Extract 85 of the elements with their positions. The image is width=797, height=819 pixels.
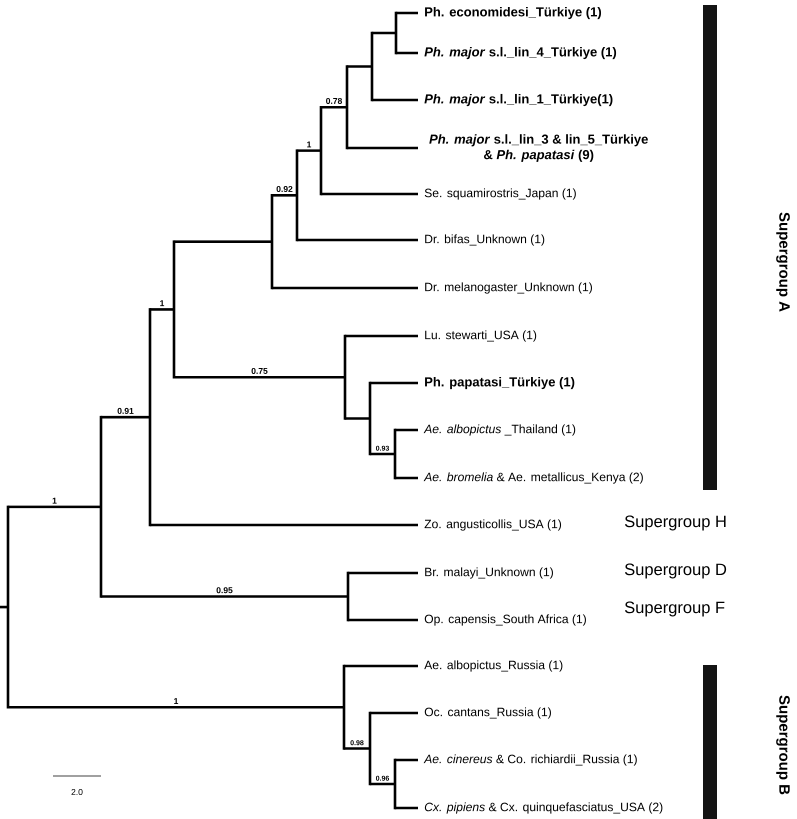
tree-branch bbox=[347, 65, 372, 68]
taxon-label: Op. capensis_South Africa (1) bbox=[424, 614, 586, 626]
tree-branch bbox=[0, 606, 8, 608]
taxon-label: Dr. melanogaster_Unknown (1) bbox=[425, 282, 592, 294]
taxon-label: Cx. pipiens & Cx. quinquefasciatus_USA (2) bbox=[424, 802, 662, 814]
taxon-label: Ph. economidesi_Türkiye (1) bbox=[425, 6, 602, 20]
branch-junction bbox=[320, 106, 322, 196]
tree-branch bbox=[396, 52, 418, 54]
taxon-label: Ae. albopictus_Russia (1) bbox=[424, 660, 562, 672]
support-value: 1 bbox=[306, 140, 312, 148]
tree-branch bbox=[370, 452, 395, 456]
taxon-label: Ph. papatasi_Türkiye (1) bbox=[425, 376, 574, 390]
tree-branch bbox=[396, 12, 418, 14]
tree-branch bbox=[321, 106, 347, 109]
tree-branch bbox=[101, 595, 348, 598]
branch-junction bbox=[100, 416, 102, 598]
tree-branch bbox=[395, 758, 418, 762]
taxon-label: Se. squamirostris_Japan (1) bbox=[424, 188, 576, 200]
support-value: 1 bbox=[172, 697, 180, 705]
tree-branch bbox=[150, 308, 174, 311]
tree-branch bbox=[8, 706, 344, 709]
branch-junction bbox=[172, 240, 176, 379]
tree-branch bbox=[370, 712, 418, 714]
taxon-label: Dr. bifas_Unknown (1) bbox=[425, 234, 544, 246]
supergroup-label: Supergroup B bbox=[776, 695, 790, 794]
tree-branch bbox=[174, 376, 345, 379]
supergroup-label: Supergroup F bbox=[624, 602, 724, 616]
branch-junction bbox=[370, 32, 374, 102]
branch-junction bbox=[270, 194, 274, 290]
taxon-label: Ph. major s.l._lin_1_Türkiye(1) bbox=[424, 94, 612, 106]
taxon-label: Oc. cantans_Russia (1) bbox=[424, 707, 551, 719]
tree-branch bbox=[344, 664, 418, 668]
tree-branch bbox=[297, 238, 418, 242]
support-value: 0.75 bbox=[250, 366, 269, 375]
supergroup-label: Supergroup D bbox=[624, 564, 726, 578]
tree-branch bbox=[321, 192, 418, 196]
support-value: 0.78 bbox=[324, 96, 344, 105]
tree-branch bbox=[101, 416, 150, 419]
tree-branch bbox=[344, 747, 370, 750]
branch-junction bbox=[296, 149, 298, 242]
tree-branch bbox=[297, 149, 321, 152]
branch-junction bbox=[368, 712, 372, 786]
branch-junction bbox=[344, 334, 346, 420]
tree-branch bbox=[395, 806, 418, 810]
taxon-label: Ph. major s.l._lin_4_Türkiye (1) bbox=[424, 46, 616, 60]
tree-branch bbox=[150, 524, 418, 526]
tree-branch bbox=[395, 476, 418, 480]
taxon-label: Zo. angusticollis_USA (1) bbox=[424, 519, 562, 531]
support-value: 0.91 bbox=[116, 406, 135, 415]
tree-branch bbox=[370, 782, 395, 786]
support-value: 0.95 bbox=[215, 586, 234, 594]
taxon-label: Ph. major s.l._lin_3 & lin_5_Türkiye & Ph. papatasi (9) bbox=[429, 134, 648, 162]
branch-junction bbox=[394, 758, 396, 810]
branch-junction bbox=[6, 506, 10, 709]
supergroup-label: Supergroup H bbox=[624, 516, 726, 530]
tree-branch bbox=[272, 286, 418, 290]
tree-branch bbox=[345, 417, 370, 420]
tree-branch bbox=[370, 382, 418, 384]
branch-junction bbox=[346, 572, 350, 622]
support-value: 1 bbox=[51, 496, 58, 505]
branch-junction bbox=[368, 382, 372, 456]
branch-junction bbox=[394, 12, 398, 54]
scale-label: 2.0 bbox=[72, 789, 83, 795]
tree-branch bbox=[348, 572, 418, 574]
tree-branch bbox=[8, 506, 101, 508]
branch-junction bbox=[342, 664, 346, 750]
support-value: 0.92 bbox=[275, 185, 294, 194]
tree-branch bbox=[345, 334, 418, 338]
taxon-label: Ae. bromelia & Ae. metallicus_Kenya (2) bbox=[424, 472, 643, 484]
supergroup-label: Supergroup A bbox=[776, 212, 790, 312]
branch-junction bbox=[346, 65, 348, 150]
branch-junction bbox=[394, 428, 396, 480]
taxon-label: Br. malayi_Unknown (1) bbox=[425, 567, 553, 579]
tree-branch bbox=[372, 32, 396, 34]
tree-branch bbox=[174, 240, 272, 243]
tree-branch bbox=[395, 428, 418, 432]
support-value: 1 bbox=[158, 299, 166, 308]
taxon-label: Lu. stewarti_USA (1) bbox=[425, 330, 536, 342]
tree-branch bbox=[347, 146, 418, 150]
taxon-label: Ae. albopictus _Thailand (1) bbox=[424, 424, 576, 436]
tree-branch bbox=[372, 98, 418, 102]
tree-branch bbox=[272, 194, 297, 197]
taxon-label: Ae. cinereus & Co. richiardii_Russia (1) bbox=[424, 754, 637, 766]
branch-junction bbox=[148, 308, 152, 526]
tree-branch bbox=[348, 618, 418, 622]
